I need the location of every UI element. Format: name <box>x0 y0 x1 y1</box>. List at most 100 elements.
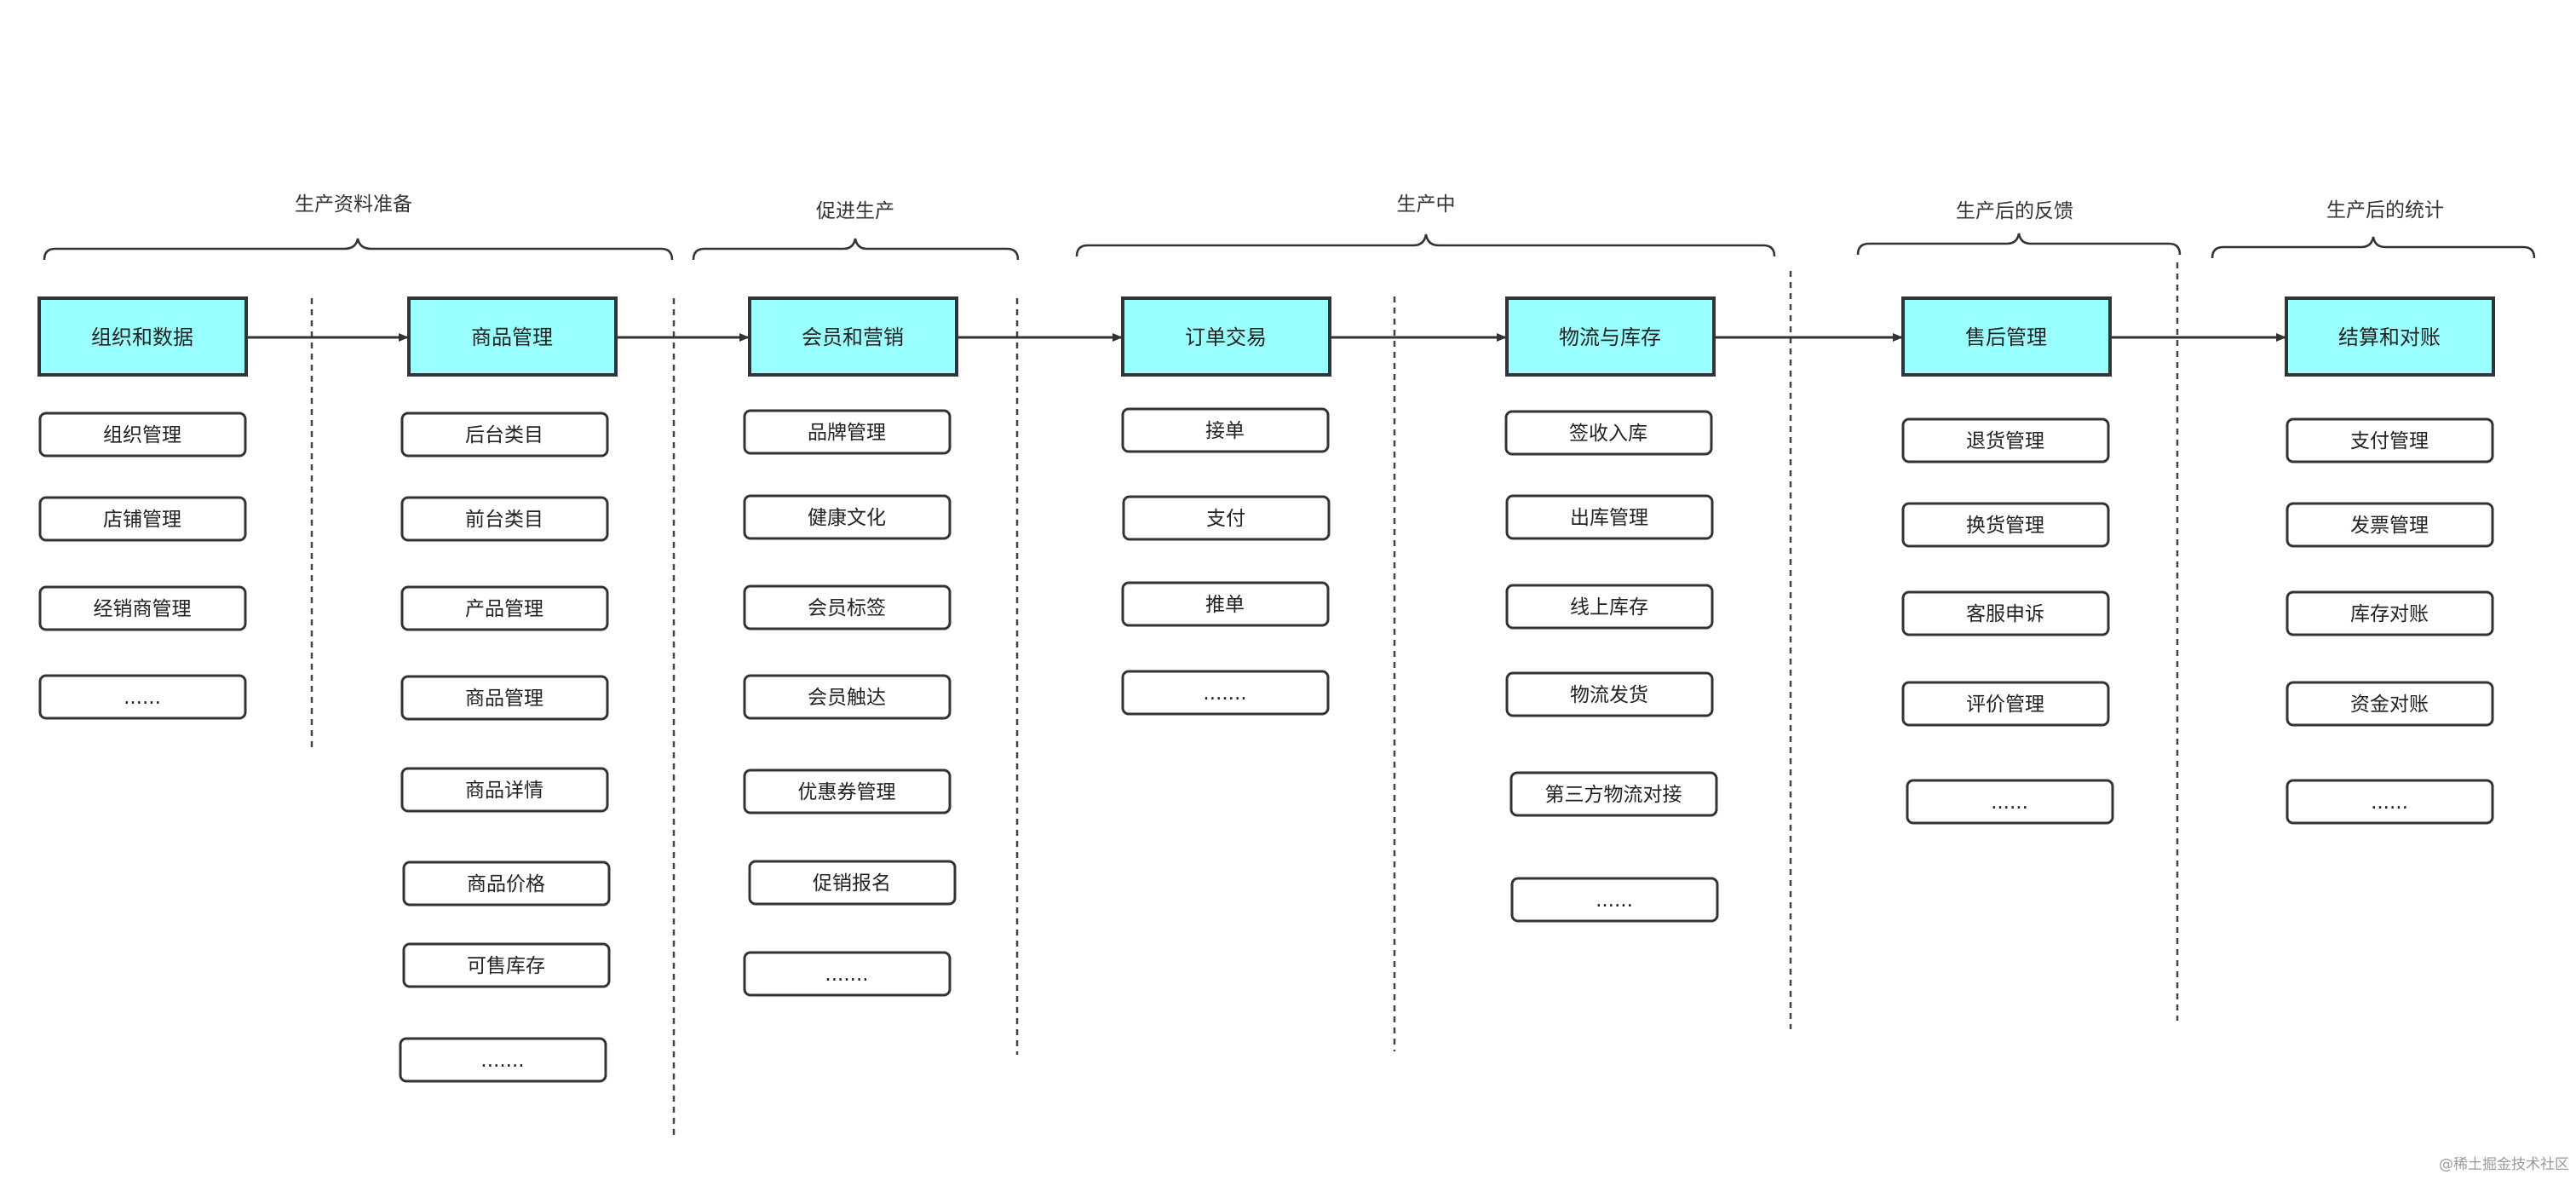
item-label: 客服申诉 <box>1966 603 2044 625</box>
items-member-marketing: 品牌管理 健康文化 会员标签 会员触达 优惠券管理 促销报名 ....... <box>743 409 957 997</box>
item-label: 物流发货 <box>1570 684 1648 706</box>
module-goods-mgmt: 商品管理 <box>407 296 618 377</box>
divider-group <box>310 262 2179 1136</box>
item-rect <box>1901 590 2110 636</box>
item-box: ....... <box>743 951 952 997</box>
item-box: 会员触达 <box>743 674 952 720</box>
item-box: ...... <box>2286 779 2494 825</box>
item-label: 商品价格 <box>467 873 545 895</box>
item-rect <box>402 942 611 988</box>
item-box: 发票管理 <box>2286 502 2494 548</box>
item-rect <box>1906 779 2114 825</box>
item-box: ....... <box>1121 670 1330 716</box>
module-box <box>2285 296 2495 377</box>
item-rect <box>38 585 247 631</box>
item-rect <box>400 675 609 721</box>
item-label: 会员标签 <box>808 597 886 619</box>
item-box: 后台类目 <box>400 412 609 458</box>
item-rect <box>399 1037 607 1083</box>
item-rect <box>1122 495 1331 541</box>
item-rect <box>1901 502 2110 548</box>
item-rect <box>400 767 609 813</box>
item-rect <box>748 860 957 906</box>
item-rect <box>1505 671 1714 717</box>
module-order-trade: 订单交易 <box>1121 296 1331 377</box>
item-box: 第三方物流对接 <box>1509 771 1718 817</box>
item-label: 商品管理 <box>465 688 543 710</box>
item-rect <box>743 674 952 720</box>
items-org-data: 组织管理 店铺管理 经销商管理 ...... <box>38 412 247 720</box>
item-box: 组织管理 <box>38 412 247 458</box>
item-box: 客服申诉 <box>1901 590 2110 636</box>
module-box <box>1901 296 2112 377</box>
item-label: 品牌管理 <box>808 422 886 444</box>
item-rect <box>2286 779 2494 825</box>
item-box: 推单 <box>1121 581 1330 627</box>
item-box: 产品管理 <box>400 585 609 631</box>
item-box: 出库管理 <box>1505 494 1714 540</box>
item-label: 支付 <box>1206 508 1245 530</box>
phase-label-post-feedback: 生产后的反馈 <box>1956 200 2073 222</box>
phase-label-production-prep: 生产资料准备 <box>295 193 412 216</box>
item-rect <box>1509 771 1718 817</box>
item-label: ....... <box>480 1050 524 1072</box>
phase-brace-post-feedback <box>1856 233 2182 256</box>
item-label: 支付管理 <box>2350 430 2429 452</box>
item-box: 经销商管理 <box>38 585 247 631</box>
item-rect <box>1901 681 2110 727</box>
item-label: 评价管理 <box>1966 694 2044 716</box>
item-rect <box>1504 410 1713 456</box>
phase-brace-promote-production <box>692 238 1020 261</box>
item-label: 商品详情 <box>465 780 543 802</box>
item-rect <box>2286 590 2494 636</box>
item-rect <box>38 496 247 542</box>
items-logistics-inventory: 签收入库 出库管理 线上库存 物流发货 第三方物流对接 ...... <box>1504 410 1719 923</box>
item-box: 支付 <box>1122 495 1331 541</box>
item-label: 优惠券管理 <box>798 781 896 803</box>
item-rect <box>400 496 609 542</box>
module-box <box>407 296 618 377</box>
module-label-settlement: 结算和对账 <box>2338 325 2441 349</box>
item-box: 支付管理 <box>2286 417 2494 463</box>
item-rect <box>743 951 952 997</box>
module-label-after-sales: 售后管理 <box>1965 325 2047 349</box>
module-box <box>748 296 958 377</box>
phase-label-in-production: 生产中 <box>1397 193 1456 216</box>
item-box: 优惠券管理 <box>743 768 952 814</box>
item-rect <box>400 412 609 458</box>
item-box: ....... <box>399 1037 607 1083</box>
item-box: 店铺管理 <box>38 496 247 542</box>
item-label: 签收入库 <box>1569 423 1647 445</box>
module-box <box>37 296 248 377</box>
item-rect <box>1121 581 1330 627</box>
item-label: 资金对账 <box>2350 694 2429 716</box>
item-box: 退货管理 <box>1901 417 2110 463</box>
phase-brace-production-prep <box>43 238 674 261</box>
item-box: 前台类目 <box>400 496 609 542</box>
item-label: 接单 <box>1205 420 1245 442</box>
item-rect <box>1121 670 1330 716</box>
item-label: ...... <box>2371 791 2408 814</box>
item-rect <box>743 409 952 455</box>
item-box: 健康文化 <box>743 494 952 540</box>
item-box: ...... <box>38 674 247 720</box>
item-label: 组织管理 <box>103 424 181 446</box>
item-label: ...... <box>1991 791 2028 814</box>
item-rect <box>1121 407 1330 453</box>
item-label: 经销商管理 <box>94 598 192 620</box>
item-label: 促销报名 <box>813 872 891 895</box>
items-order-trade: 接单 支付 推单 ....... <box>1121 407 1331 716</box>
phase-label-post-statistics: 生产后的统计 <box>2326 199 2444 222</box>
item-label: ....... <box>1203 682 1246 705</box>
item-label: 前台类目 <box>465 509 543 531</box>
items-goods-mgmt: 后台类目 前台类目 产品管理 商品管理 商品详情 商品价格 可售库存 .... <box>399 412 611 1083</box>
item-box: 库存对账 <box>2286 590 2494 636</box>
item-box: 商品详情 <box>400 767 609 813</box>
item-label: 出库管理 <box>1570 507 1648 529</box>
item-label: 退货管理 <box>1966 430 2044 452</box>
item-label: 可售库存 <box>467 955 545 977</box>
module-label-member-marketing: 会员和营销 <box>802 325 904 349</box>
item-label: 线上库存 <box>1570 596 1648 619</box>
module-after-sales: 售后管理 <box>1901 296 2112 377</box>
item-box: 资金对账 <box>2286 681 2494 727</box>
